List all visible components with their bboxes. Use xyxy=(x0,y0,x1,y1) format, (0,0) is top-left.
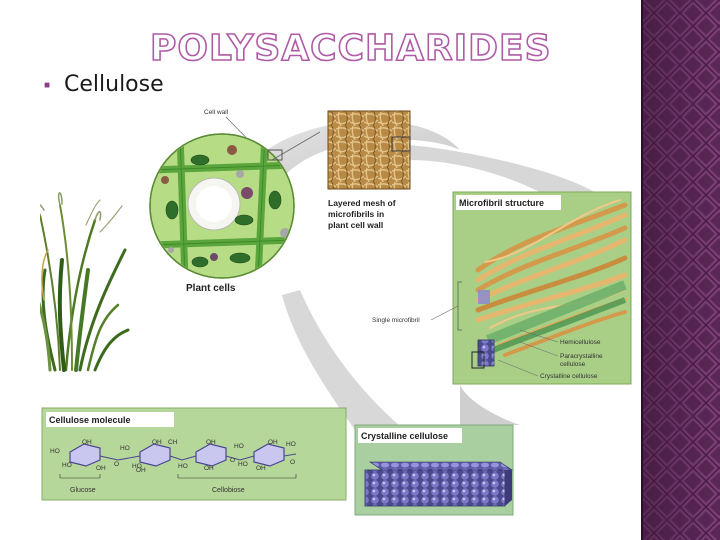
mesh-label-line2: microfibrils in xyxy=(328,209,384,219)
svg-text:O: O xyxy=(290,459,295,466)
svg-text:O: O xyxy=(114,461,119,468)
bullet-icon: ■ xyxy=(44,80,50,91)
microfibril-structure-title: Microfibril structure xyxy=(459,198,544,208)
svg-text:HO: HO xyxy=(238,461,248,468)
paracrystalline-label-line2: cellulose xyxy=(560,361,586,368)
cellobiose-label: Cellobiose xyxy=(212,487,245,494)
side-pattern-panel xyxy=(641,0,720,540)
paracrystalline-label-line1: Paracrystalline xyxy=(560,353,603,360)
svg-text:OH: OH xyxy=(206,439,216,446)
single-microfibril-label: Single microfibril xyxy=(372,317,420,324)
crystalline-cellulose-small-label: Crystalline cellulose xyxy=(540,373,598,380)
cellulose-molecule-title: Cellulose molecule xyxy=(49,415,131,425)
crystalline-cellulose-title: Crystalline cellulose xyxy=(361,431,448,441)
svg-text:HO: HO xyxy=(178,463,188,470)
plant-cells-label: Plant cells xyxy=(186,283,236,294)
svg-text:OH: OH xyxy=(256,465,266,472)
svg-text:O: O xyxy=(230,457,235,464)
cell-wall-label: Cell wall xyxy=(204,109,229,116)
microfibril-mesh-micrograph xyxy=(328,111,410,189)
glucose-label: Glucose xyxy=(70,487,96,494)
svg-text:HO: HO xyxy=(120,445,130,452)
svg-text:OH: OH xyxy=(82,439,92,446)
cellulose-diagram: Cell wall xyxy=(40,100,640,520)
svg-text:OH: OH xyxy=(96,465,106,472)
plant-cell-circle xyxy=(150,134,295,279)
grass-plant-illustration xyxy=(40,193,128,370)
mesh-label-line3: plant cell wall xyxy=(328,220,383,230)
slide-title: POLYSACCHARIDES xyxy=(150,28,500,69)
svg-text:HO: HO xyxy=(50,448,60,455)
svg-text:OH: OH xyxy=(268,439,278,446)
mesh-label-line1: Layered mesh of xyxy=(328,198,396,208)
svg-text:OH: OH xyxy=(204,465,214,472)
hemicellulose-label: Hemicellulose xyxy=(560,339,601,346)
svg-text:OH: OH xyxy=(152,439,162,446)
crystalline-lattice-block xyxy=(365,462,512,506)
svg-text:HO: HO xyxy=(62,462,72,469)
bullet-text: Cellulose xyxy=(64,72,164,97)
svg-text:HO: HO xyxy=(234,443,244,450)
svg-text:CH: CH xyxy=(168,439,178,446)
svg-text:OH: OH xyxy=(136,467,146,474)
svg-text:HO: HO xyxy=(286,441,296,448)
